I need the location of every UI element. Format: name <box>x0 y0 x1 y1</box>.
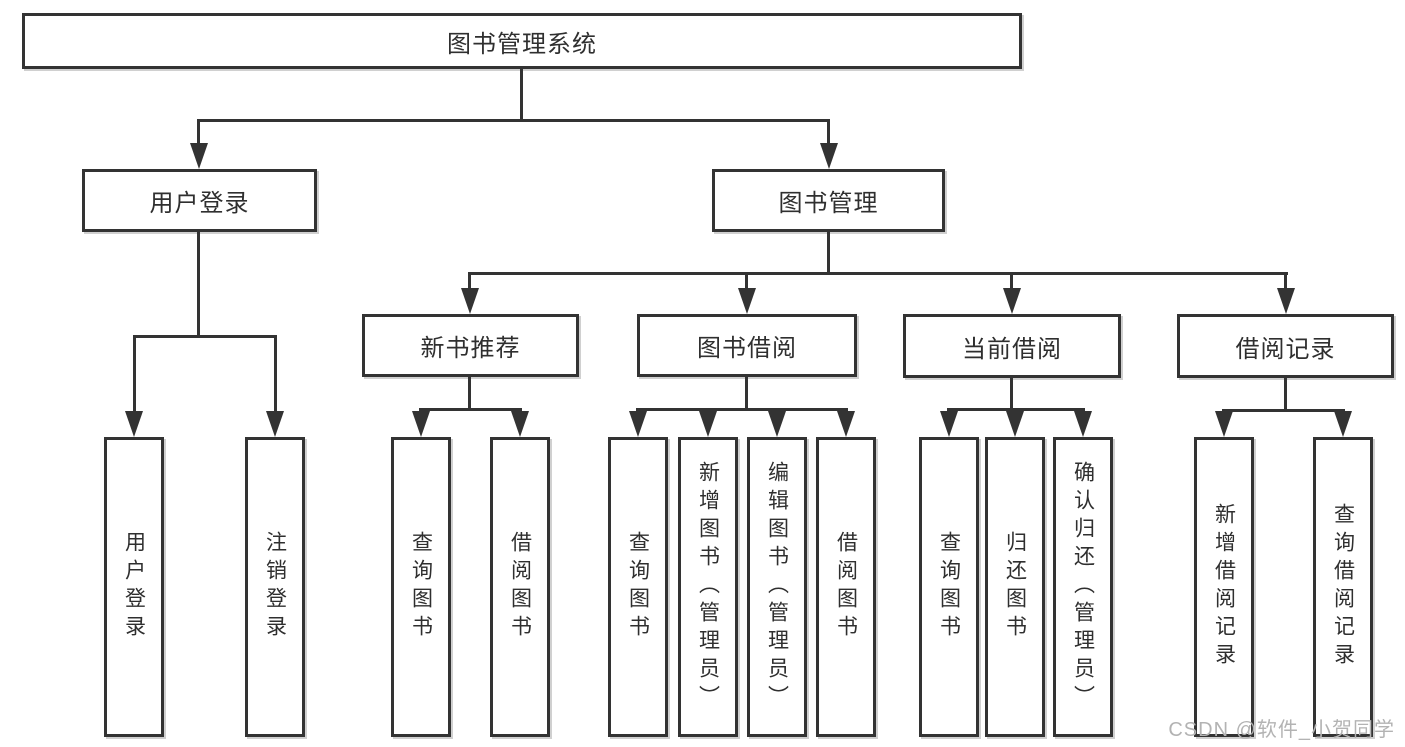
arrowhead-down-icon <box>629 411 647 437</box>
arrowhead-down-icon <box>266 411 284 437</box>
connector-line <box>468 377 471 410</box>
leaf-confirm-return-admin: 确认归还（管理员） <box>1053 437 1113 737</box>
leaf-add-book-admin: 新增图书（管理员） <box>678 437 738 737</box>
node-new-book-recommend: 新书推荐 <box>362 314 579 377</box>
leaf-user-login: 用户登录 <box>104 437 164 737</box>
leaf-query-book-borrow-label: 查询图书 <box>626 531 650 643</box>
leaf-edit-book-admin: 编辑图书（管理员） <box>747 437 807 737</box>
connector-line <box>419 408 522 411</box>
connector-line <box>1284 378 1287 411</box>
leaf-query-book-borrow: 查询图书 <box>608 437 668 737</box>
arrowhead-down-icon <box>190 143 208 169</box>
connector-line <box>745 272 748 292</box>
connector-line <box>1222 409 1345 412</box>
connector-line <box>468 272 1288 275</box>
arrowhead-down-icon <box>125 411 143 437</box>
connector-line <box>827 119 830 151</box>
leaf-confirm-return-admin-label: 确认归还（管理员） <box>1071 461 1095 713</box>
node-current-borrow: 当前借阅 <box>903 314 1121 378</box>
arrowhead-down-icon <box>511 411 529 437</box>
leaf-query-book-recommend-label: 查询图书 <box>409 531 433 643</box>
connector-line <box>197 232 200 338</box>
leaf-query-borrow-record-label: 查询借阅记录 <box>1331 503 1355 671</box>
leaf-borrow-book-recommend-label: 借阅图书 <box>508 531 532 643</box>
node-user-login-label: 用户登录 <box>149 190 250 217</box>
arrowhead-down-icon <box>738 288 756 314</box>
leaf-logout: 注销登录 <box>245 437 305 737</box>
arrowhead-down-icon <box>1215 411 1233 437</box>
connector-line <box>274 335 277 415</box>
leaf-borrow-book-label: 借阅图书 <box>834 531 858 643</box>
connector-line <box>827 232 830 274</box>
arrowhead-down-icon <box>1277 288 1295 314</box>
connector-line <box>133 335 136 415</box>
node-root: 图书管理系统 <box>22 13 1022 69</box>
node-borrow-record-label: 借阅记录 <box>1235 335 1336 363</box>
node-user-login: 用户登录 <box>82 169 317 232</box>
arrowhead-down-icon <box>1006 411 1024 437</box>
leaf-add-borrow-record: 新增借阅记录 <box>1194 437 1254 737</box>
leaf-return-book: 归还图书 <box>985 437 1045 737</box>
leaf-borrow-book: 借阅图书 <box>816 437 876 737</box>
node-root-label: 图书管理系统 <box>447 30 597 58</box>
arrowhead-down-icon <box>820 143 838 169</box>
node-book-management-label: 图书管理 <box>778 190 879 217</box>
node-new-book-recommend-label: 新书推荐 <box>420 335 521 362</box>
connector-line <box>636 408 848 411</box>
arrowhead-down-icon <box>1003 288 1021 314</box>
leaf-query-book-recommend: 查询图书 <box>391 437 451 737</box>
leaf-add-borrow-record-label: 新增借阅记录 <box>1212 503 1236 671</box>
leaf-add-book-admin-label: 新增图书（管理员） <box>696 461 720 713</box>
connector-line <box>133 335 277 338</box>
leaf-query-borrow-record: 查询借阅记录 <box>1313 437 1373 737</box>
arrowhead-down-icon <box>1074 411 1092 437</box>
node-borrow-record: 借阅记录 <box>1177 314 1394 378</box>
connector-line <box>520 67 523 120</box>
leaf-edit-book-admin-label: 编辑图书（管理员） <box>765 461 789 713</box>
leaf-query-book-current-label: 查询图书 <box>937 531 961 643</box>
connector-line <box>1010 272 1013 292</box>
arrowhead-down-icon <box>837 411 855 437</box>
leaf-logout-label: 注销登录 <box>263 531 287 643</box>
arrowhead-down-icon <box>1334 411 1352 437</box>
arrowhead-down-icon <box>940 411 958 437</box>
watermark-text: CSDN @软件_小贺同学 <box>1168 719 1395 741</box>
node-current-borrow-label: 当前借阅 <box>962 335 1062 363</box>
node-book-management: 图书管理 <box>712 169 945 232</box>
leaf-user-login-label: 用户登录 <box>122 531 146 643</box>
connector-line <box>947 408 1085 411</box>
node-book-borrow-label: 图书借阅 <box>697 335 797 362</box>
leaf-borrow-book-recommend: 借阅图书 <box>490 437 550 737</box>
connector-line <box>1284 272 1287 292</box>
connector-line <box>197 119 200 151</box>
connector-line <box>468 272 471 292</box>
arrowhead-down-icon <box>461 288 479 314</box>
arrowhead-down-icon <box>768 411 786 437</box>
connector-line <box>198 119 830 122</box>
connector-line <box>745 377 748 410</box>
arrowhead-down-icon <box>699 411 717 437</box>
arrowhead-down-icon <box>412 411 430 437</box>
leaf-query-book-current: 查询图书 <box>919 437 979 737</box>
leaf-return-book-label: 归还图书 <box>1003 531 1027 643</box>
node-book-borrow: 图书借阅 <box>637 314 857 377</box>
connector-line <box>1010 378 1013 410</box>
